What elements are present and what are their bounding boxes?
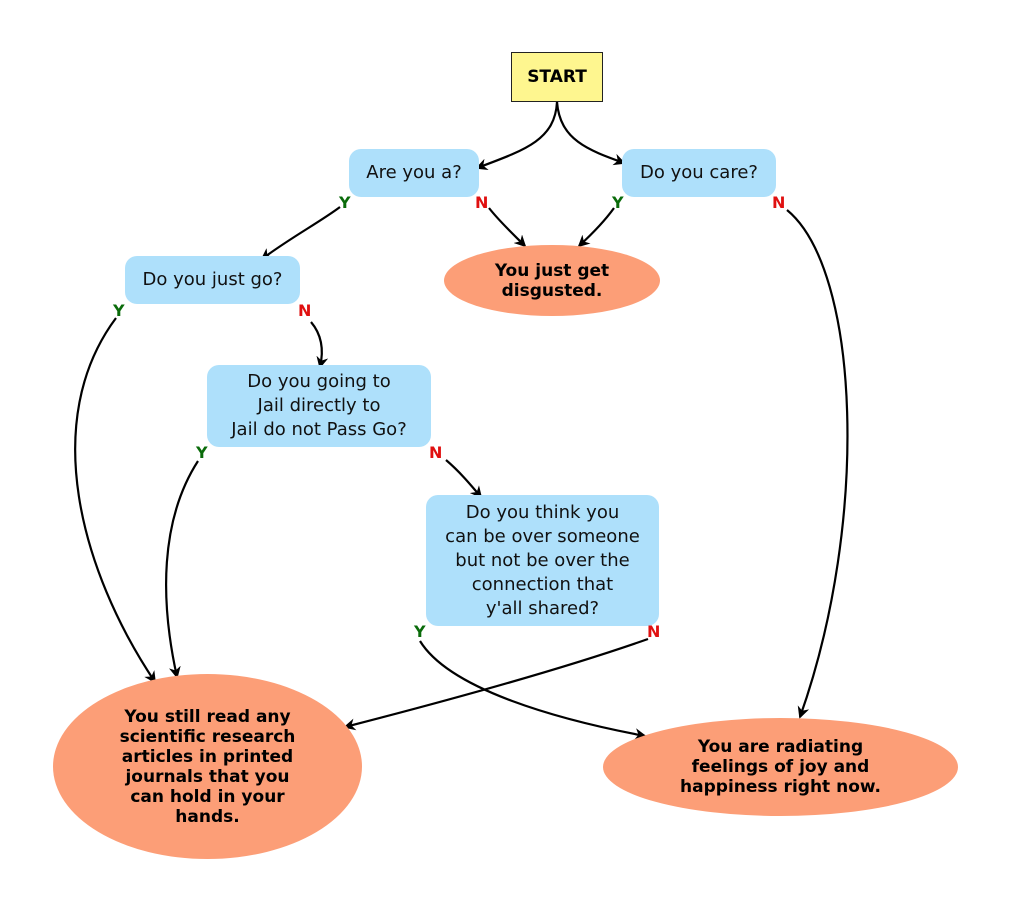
question-do-you-just-go: Do you just go? bbox=[125, 256, 300, 304]
edge-q2-no-to-end3 bbox=[786, 209, 849, 719]
q1-yes-label: Y bbox=[339, 193, 351, 212]
question-over-someone: Do you think you can be over someone but… bbox=[426, 495, 659, 626]
edge-start-to-q1 bbox=[475, 101, 559, 171]
q3-no-label: N bbox=[298, 301, 312, 320]
edge-q3-no-to-q4 bbox=[310, 321, 329, 369]
edge-q1-no-to-end1 bbox=[488, 207, 527, 248]
edge-start-to-q2 bbox=[555, 101, 626, 166]
question-jail-directly: Do you going to Jail directly to Jail do… bbox=[207, 365, 431, 447]
edge-q3-yes-to-end2 bbox=[74, 317, 157, 684]
q2-no-label: N bbox=[772, 193, 786, 212]
q4-yes-label: Y bbox=[196, 443, 208, 462]
q5-yes-label: Y bbox=[414, 622, 426, 641]
terminal-radiating-joy: You are radiating feelings of joy and ha… bbox=[603, 718, 958, 816]
edge-q5-yes-to-end3 bbox=[419, 640, 647, 741]
q5-no-label: N bbox=[647, 622, 661, 641]
terminal-just-get-disgusted: You just get disgusted. bbox=[444, 245, 660, 316]
q1-no-label: N bbox=[475, 193, 489, 212]
edge-q1-yes-to-q3 bbox=[260, 206, 341, 261]
question-do-you-care: Do you care? bbox=[622, 149, 776, 197]
q3-yes-label: Y bbox=[113, 301, 125, 320]
edge-q5-no-to-end2 bbox=[343, 637, 649, 731]
question-are-you-a: Are you a? bbox=[349, 149, 479, 197]
terminal-still-read-journals: You still read any scientific research a… bbox=[53, 674, 362, 859]
edge-q4-no-to-q5 bbox=[445, 459, 483, 499]
q4-no-label: N bbox=[429, 443, 443, 462]
edge-q2-yes-to-end1 bbox=[577, 207, 615, 248]
q2-yes-label: Y bbox=[612, 193, 624, 212]
start-node: START bbox=[511, 52, 603, 102]
edge-q4-yes-to-end2 bbox=[165, 460, 199, 679]
